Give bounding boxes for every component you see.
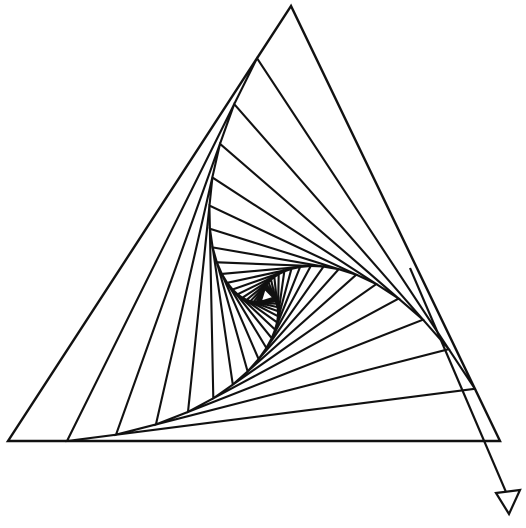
arrow-head-icon [496,490,520,514]
arrow-line [410,268,506,492]
spiral-triangle [156,144,423,425]
spiral-triangle [67,58,475,441]
triangle-spiral-group [8,6,500,441]
